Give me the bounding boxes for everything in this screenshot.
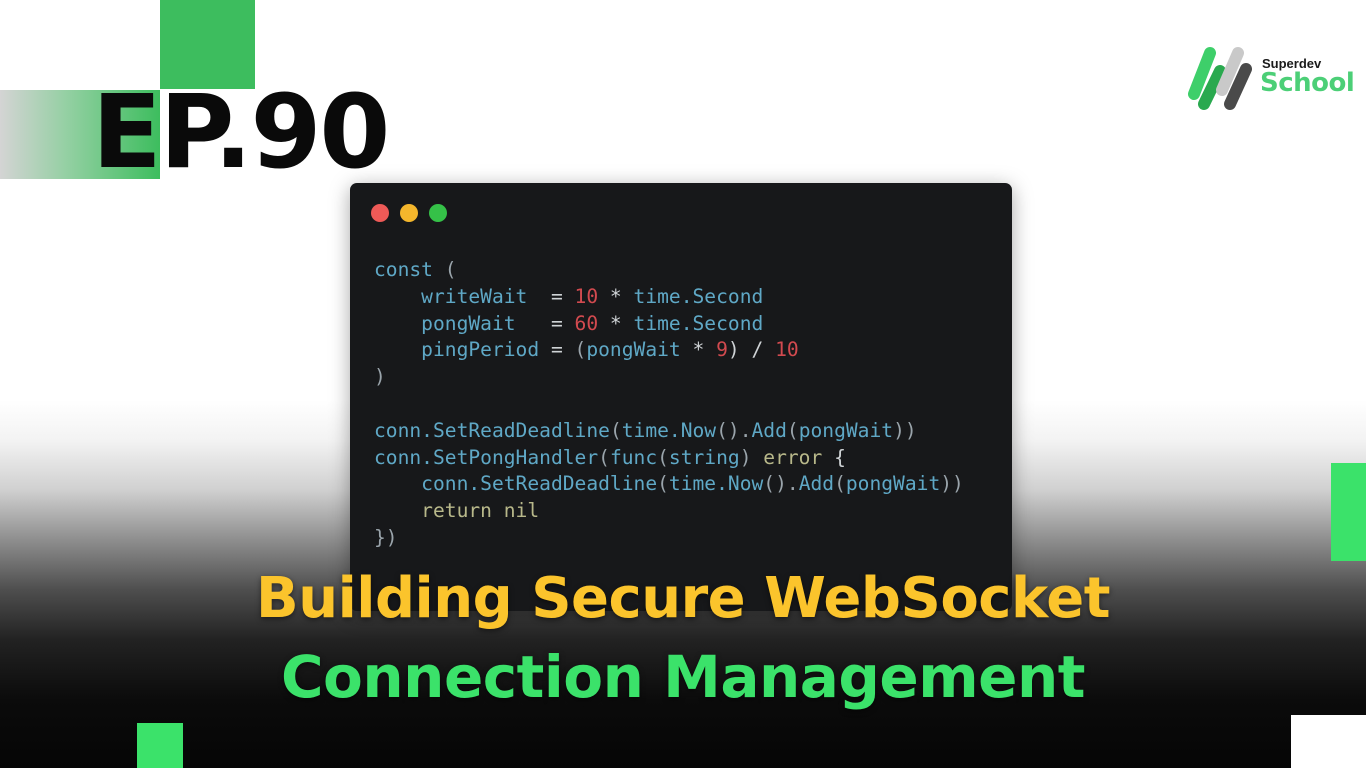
- code-line: }): [374, 525, 398, 549]
- title-line-1: Building Secure WebSocket: [256, 566, 1110, 631]
- code-line: [374, 391, 964, 418]
- code-snippet: const ( writeWait = 10 * time.Second pon…: [374, 257, 964, 552]
- maximize-dot-icon: [429, 204, 447, 222]
- decorative-gradient-bar-left: [0, 90, 160, 179]
- code-line: pingPeriod = (pongWait * 9) / 10: [374, 338, 799, 362]
- decorative-green-square-bottom: [137, 723, 183, 768]
- logo-stripes-icon: [1188, 47, 1252, 110]
- minimize-dot-icon: [400, 204, 418, 222]
- code-line: conn.SetReadDeadline(time.Now().Add(pong…: [374, 418, 917, 442]
- superdev-school-logo: Superdev School: [1186, 44, 1356, 112]
- code-line: const (: [374, 258, 457, 281]
- close-dot-icon: [371, 204, 389, 222]
- window-traffic-lights: [371, 204, 447, 222]
- code-line: writeWait = 10 * time.Second: [374, 284, 764, 308]
- decorative-green-square-top: [160, 0, 255, 89]
- decorative-green-bar-right: [1331, 463, 1366, 561]
- code-line: pongWait = 60 * time.Second: [374, 311, 764, 335]
- code-window: const ( writeWait = 10 * time.Second pon…: [350, 183, 1012, 611]
- code-line: conn.SetPongHandler(func(string) error {: [374, 445, 846, 469]
- title-line-2: Connection Management: [280, 643, 1086, 711]
- code-line: return nil: [374, 499, 540, 523]
- brand-name-big: School: [1260, 68, 1355, 98]
- code-line: ): [374, 365, 386, 389]
- brand-name-small: Superdev: [1262, 56, 1322, 71]
- code-line: conn.SetReadDeadline(time.Now().Add(pong…: [374, 472, 964, 496]
- episode-label: EP.90: [92, 73, 390, 192]
- decorative-white-corner: [1291, 715, 1366, 768]
